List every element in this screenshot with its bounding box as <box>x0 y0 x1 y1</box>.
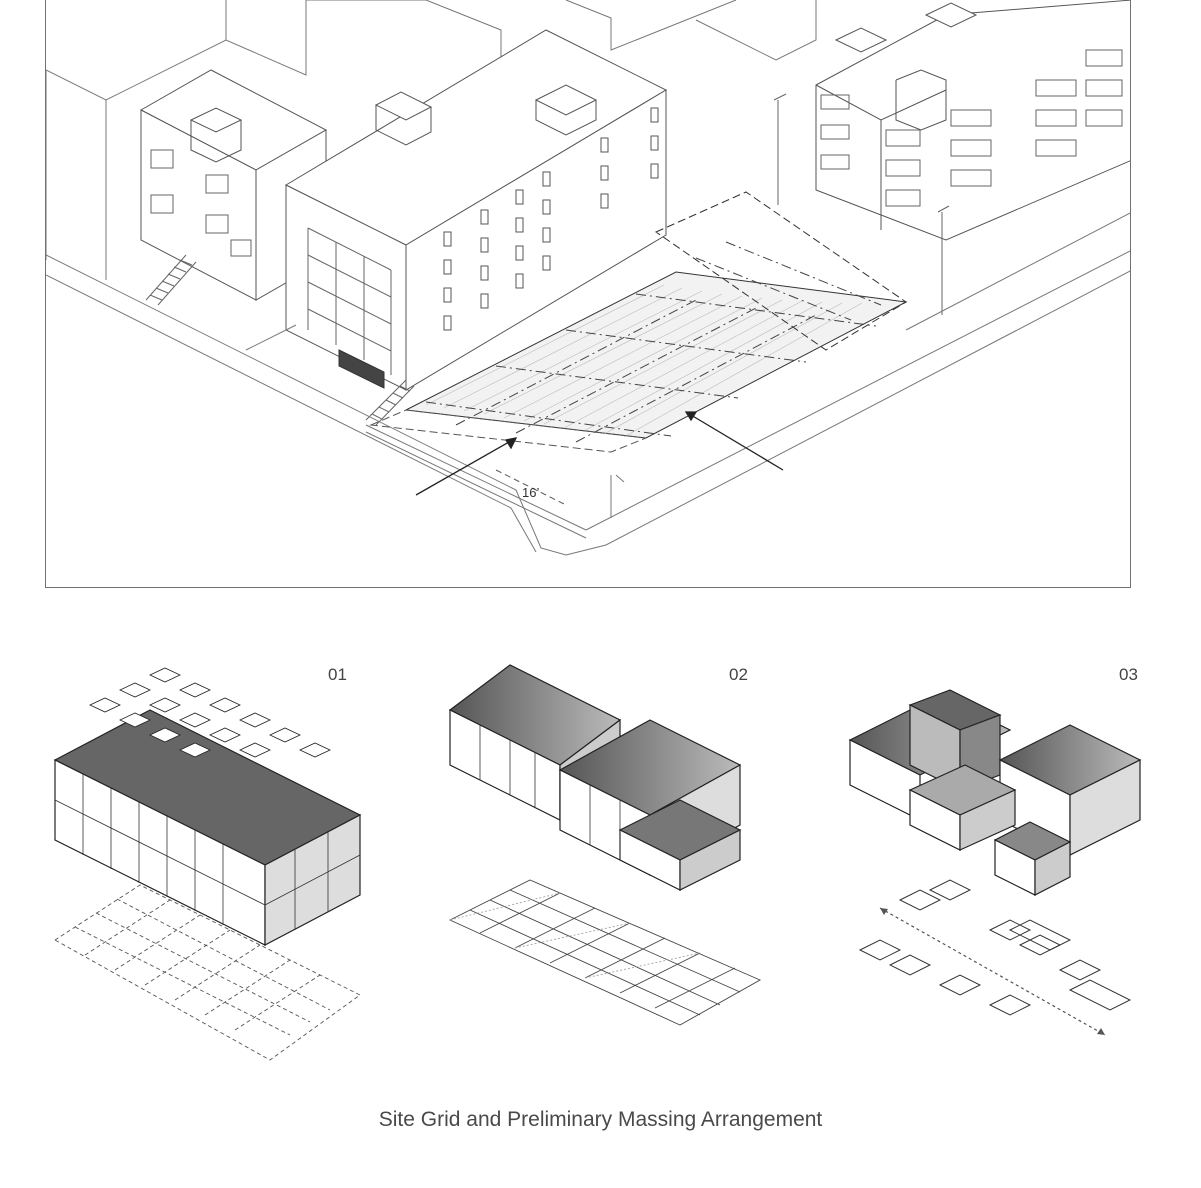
right-apartment-building <box>815 0 1130 241</box>
background-buildings <box>46 0 817 280</box>
option-number-03: 03 <box>1119 665 1138 684</box>
massing-option-02 <box>448 664 762 1026</box>
figure-caption: Site Grid and Preliminary Massing Arrang… <box>378 1108 823 1131</box>
grid-dimension-label: 16’ <box>522 485 540 500</box>
streets-and-sidewalks <box>46 212 1130 556</box>
massing-option-03 <box>848 689 1142 1036</box>
approach-arrows <box>415 411 784 496</box>
massing-option-01 <box>53 667 362 1061</box>
site-grid-parcel <box>369 191 908 506</box>
site-axonometric-drawing <box>46 0 1130 556</box>
option-number-02: 02 <box>729 665 748 684</box>
site-axonometric-frame: 16’ <box>45 0 1131 588</box>
option-number-01: 01 <box>328 665 347 684</box>
street-lights <box>773 93 950 315</box>
central-building <box>284 29 668 426</box>
